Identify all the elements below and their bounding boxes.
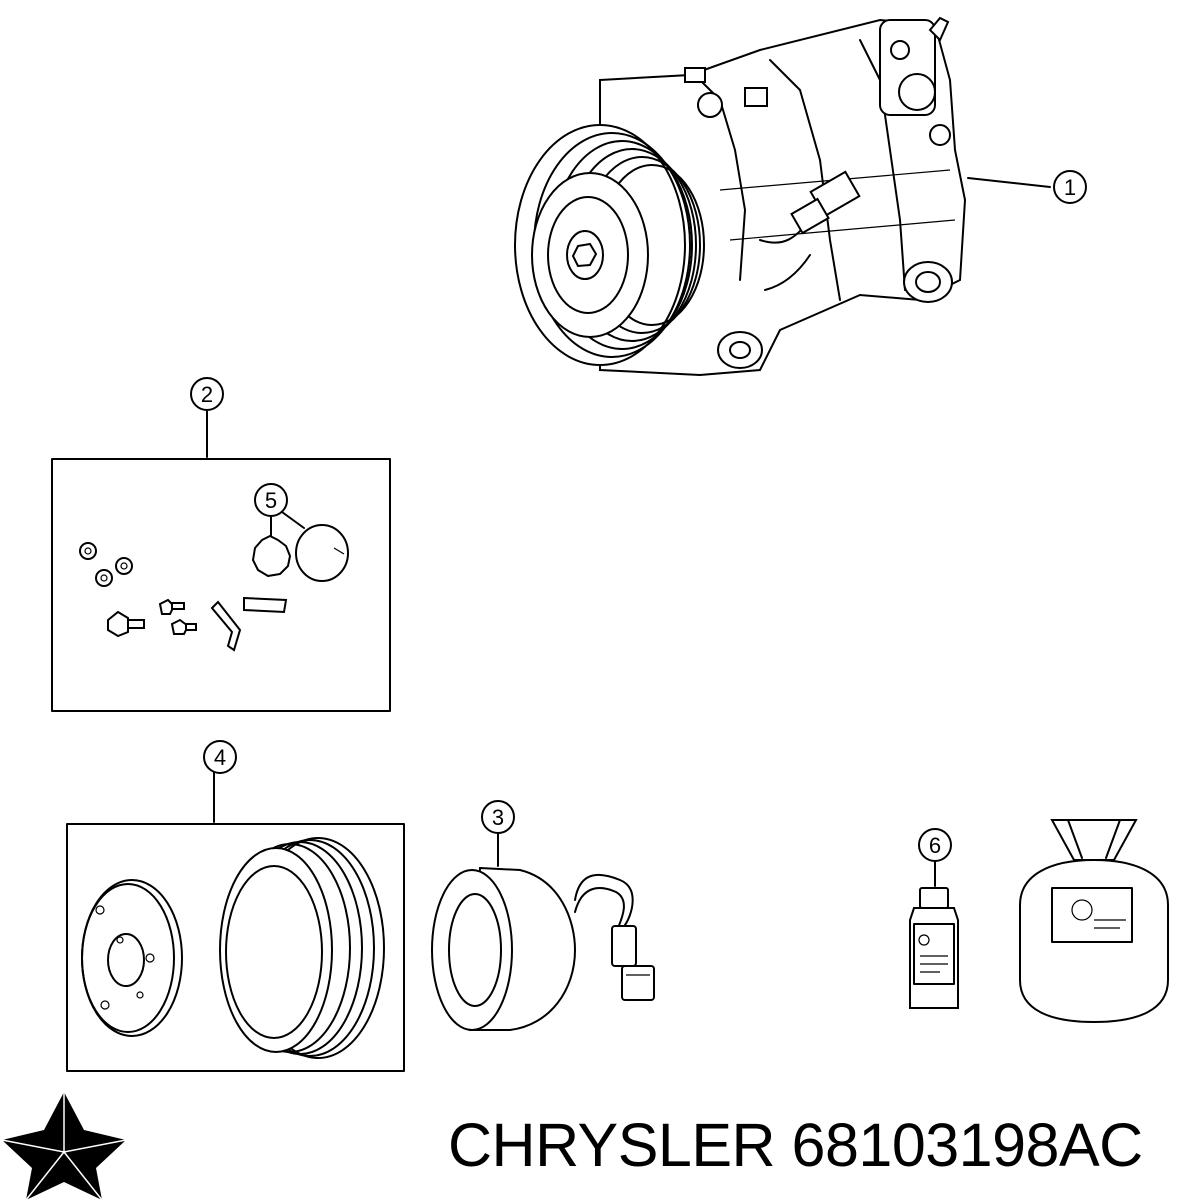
field-coil bbox=[431, 866, 655, 1031]
refrigerant-tank bbox=[1019, 819, 1169, 1024]
clutch-kit-box bbox=[66, 823, 405, 1072]
compressor-assembly bbox=[514, 16, 1051, 377]
part-label: CHRYSLER 68103198AC bbox=[448, 1108, 1143, 1182]
callout-6: 6 bbox=[918, 828, 952, 862]
callout-2: 2 bbox=[190, 377, 224, 411]
clutch-kit-parts bbox=[81, 837, 385, 1059]
callout-4: 4 bbox=[203, 740, 237, 774]
hardware-kit-box bbox=[51, 458, 391, 712]
svg-text:4: 4 bbox=[214, 745, 226, 770]
svg-text:3: 3 bbox=[492, 805, 504, 830]
callout-1: 1 bbox=[1053, 170, 1087, 204]
brand-name: CHRYSLER bbox=[448, 1111, 776, 1179]
svg-text:5: 5 bbox=[265, 488, 277, 513]
svg-text:2: 2 bbox=[201, 382, 213, 407]
callout-3: 3 bbox=[481, 800, 515, 834]
svg-text:1: 1 bbox=[1064, 175, 1076, 200]
chrysler-pentastar-icon bbox=[1, 1092, 127, 1200]
oil-bottle bbox=[909, 887, 959, 1009]
part-number: 68103198AC bbox=[791, 1111, 1144, 1179]
callout-5: 5 bbox=[254, 483, 305, 537]
hardware-kit-parts bbox=[79, 524, 349, 652]
svg-text:6: 6 bbox=[929, 833, 941, 858]
